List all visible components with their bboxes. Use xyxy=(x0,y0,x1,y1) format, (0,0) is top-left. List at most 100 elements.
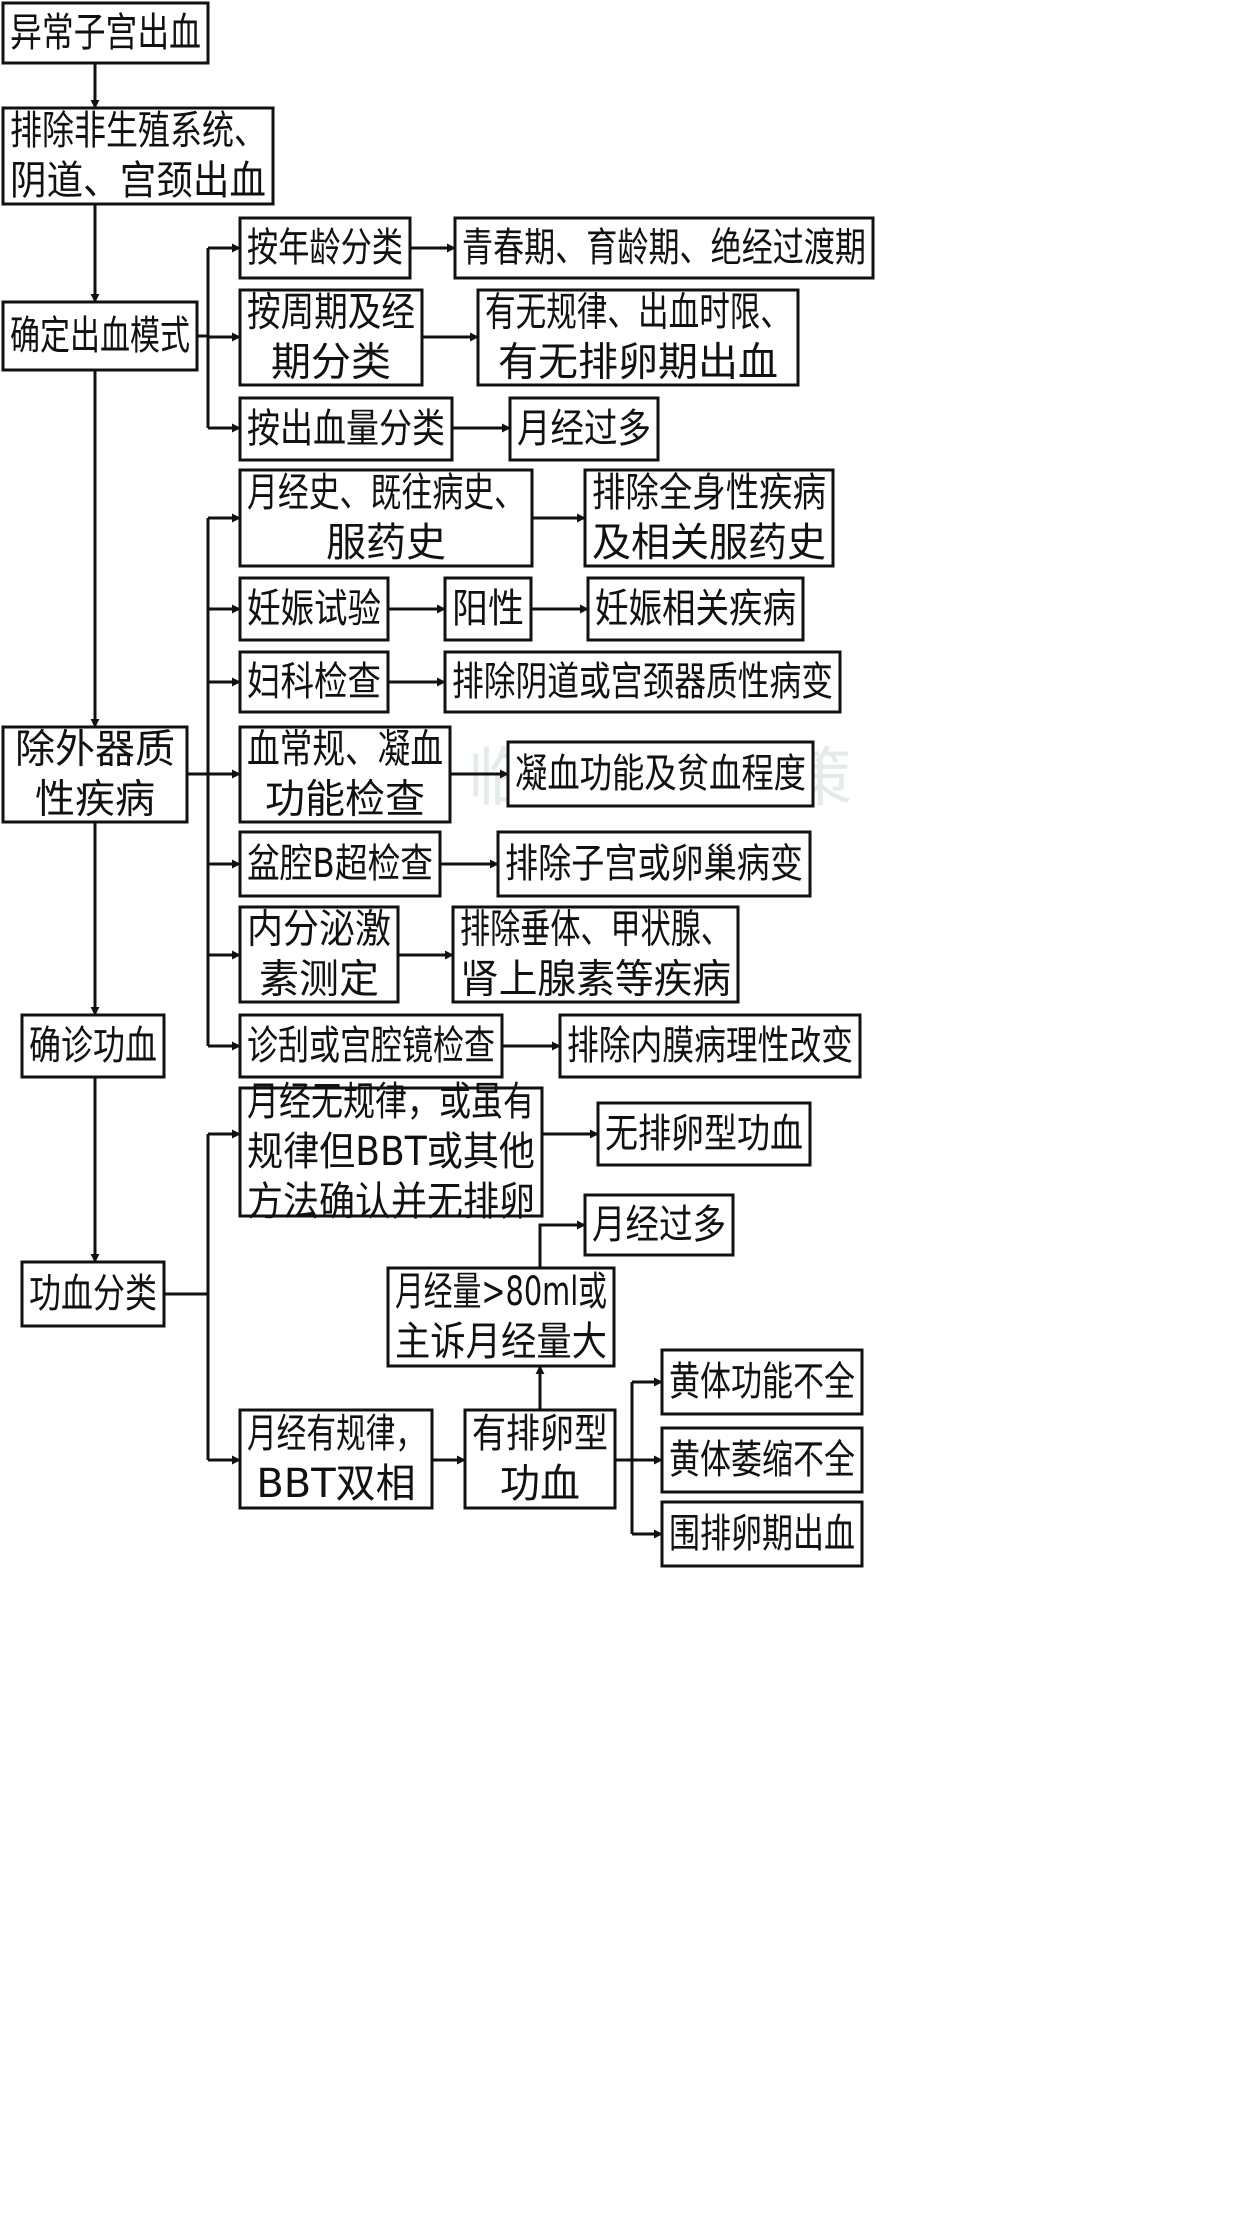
node-label-line: 青春期、育龄期、绝经过渡期 xyxy=(462,225,866,271)
node-anovulatory: 无排卵型功血 xyxy=(596,1101,812,1167)
node-label-line: 确诊功血 xyxy=(29,1023,157,1069)
node-label-line: 排除全身性疾病 xyxy=(592,470,826,516)
node-box xyxy=(1,1,210,65)
node-label-line: 素测定 xyxy=(259,957,379,1003)
node-label-line: 功能检查 xyxy=(265,777,425,823)
node-label-line: 凝血功能及贫血程度 xyxy=(515,751,806,797)
node-label-line: 排除子宫或卵巢病变 xyxy=(505,841,803,887)
node-label-line: 围排卵期出血 xyxy=(669,1511,855,1557)
node-box xyxy=(238,396,454,462)
node-label-line: 阴道、宫颈出血 xyxy=(10,158,266,204)
node-dub-classification: 功血分类 xyxy=(20,1260,166,1328)
node-box xyxy=(238,288,424,387)
node-periovulatory: 围排卵期出血 xyxy=(660,1500,864,1568)
node-box xyxy=(238,650,390,714)
node-label-line: 黄体功能不全 xyxy=(669,1359,855,1405)
node-label-line: 血常规、凝血 xyxy=(247,727,443,773)
node-label-line: 排除阴道或宫颈器质性病变 xyxy=(452,659,833,705)
node-box xyxy=(238,830,442,898)
node-label-line: 规律但BBT或其他 xyxy=(247,1129,535,1175)
node-box xyxy=(558,1013,862,1079)
node-label-line: 有排卵型 xyxy=(472,1411,608,1457)
node-box xyxy=(238,216,412,280)
node-exclude-endocrine: 排除垂体、甲状腺、肾上腺素等疾病 xyxy=(451,905,740,1004)
node-box xyxy=(238,468,534,568)
node-label-line: 服药史 xyxy=(326,520,446,566)
node-label-line: 黄体萎缩不全 xyxy=(669,1437,855,1483)
node-label-line: 主诉月经量大 xyxy=(395,1319,607,1365)
node-box xyxy=(386,1266,616,1368)
node-label-line: 月经无规律，或虽有 xyxy=(247,1079,535,1125)
node-luteal-insufficiency: 黄体功能不全 xyxy=(660,1348,864,1416)
node-by-age: 按年龄分类 xyxy=(238,216,412,280)
node-box xyxy=(238,1013,504,1079)
node-label-line: BBT双相 xyxy=(256,1461,415,1507)
node-box xyxy=(583,1193,735,1257)
node-box xyxy=(496,830,812,898)
node-label-line: 期分类 xyxy=(271,340,391,386)
node-label-line: 月经有规律， xyxy=(247,1411,425,1457)
node-exclude-endometrial: 排除内膜病理性改变 xyxy=(558,1013,862,1079)
node-by-volume: 按出血量分类 xyxy=(238,396,454,462)
node-label-line: 月经量>80ml或 xyxy=(395,1269,607,1315)
node-box xyxy=(506,740,815,808)
node-age-groups: 青春期、育龄期、绝经过渡期 xyxy=(453,216,875,280)
node-box xyxy=(463,1408,617,1510)
node-box xyxy=(238,725,452,824)
node-box xyxy=(476,288,800,387)
node-luteal-atrophy: 黄体萎缩不全 xyxy=(660,1426,864,1494)
node-pelvic-ultrasound: 盆腔B超检查 xyxy=(238,830,442,898)
node-label-line: 确定出血模式 xyxy=(10,313,190,359)
node-box xyxy=(453,216,875,280)
node-curettage: 诊刮或宫腔镜检查 xyxy=(238,1013,504,1079)
node-box xyxy=(443,576,533,642)
node-label-line: 妊娠试验 xyxy=(247,586,381,632)
node-label-line: 内分泌激 xyxy=(247,907,391,953)
node-exclude-uterus-ovary: 排除子宫或卵巢病变 xyxy=(496,830,812,898)
node-label-line: 功血 xyxy=(500,1461,580,1507)
node-label-line: 及相关服药史 xyxy=(592,520,826,566)
node-menorrhagia-2: 月经过多 xyxy=(583,1193,735,1257)
node-pregnancy-test: 妊娠试验 xyxy=(238,576,390,642)
node-abnormal-bleeding: 异常子宫出血 xyxy=(1,1,210,65)
node-label-line: 诊刮或宫腔镜检查 xyxy=(247,1023,495,1069)
node-label-line: 功血分类 xyxy=(29,1271,157,1317)
node-label-line: 除外器质 xyxy=(15,727,175,773)
node-history: 月经史、既往病史、服药史 xyxy=(238,468,534,568)
node-box xyxy=(238,576,390,642)
node-label-line: 有无排卵期出血 xyxy=(498,340,778,386)
node-confirm-dub: 确诊功血 xyxy=(20,1013,166,1079)
node-label-line: 按周期及经 xyxy=(247,290,415,336)
node-label-line: 按出血量分类 xyxy=(247,406,445,452)
node-coagulation-anemia: 凝血功能及贫血程度 xyxy=(506,740,815,808)
flow-arrow xyxy=(538,1220,586,1268)
node-label-line: 排除非生殖系统、 xyxy=(10,108,266,154)
node-box xyxy=(443,650,842,714)
node-label-line: 妇科检查 xyxy=(247,659,381,705)
node-exclude-nonrepro: 排除非生殖系统、阴道、宫颈出血 xyxy=(1,106,275,206)
node-box xyxy=(1,300,199,372)
node-box xyxy=(508,396,660,462)
node-label-line: 方法确认并无排卵 xyxy=(247,1179,535,1225)
node-box xyxy=(596,1101,812,1167)
node-label-line: 阳性 xyxy=(452,586,524,632)
node-label-line: 月经史、既往病史、 xyxy=(247,470,525,516)
node-label-line: 按年龄分类 xyxy=(247,225,403,271)
node-box xyxy=(20,1260,166,1328)
node-box xyxy=(238,905,400,1004)
node-regular-biphasic: 月经有规律，BBT双相 xyxy=(238,1408,434,1510)
node-label-line: 无排卵型功血 xyxy=(605,1111,803,1157)
node-box xyxy=(583,468,835,568)
node-label-line: 性疾病 xyxy=(35,777,155,823)
node-box xyxy=(660,1348,864,1416)
node-exclude-vaginal-cervical: 排除阴道或宫颈器质性病变 xyxy=(443,650,842,714)
node-label-line: 异常子宫出血 xyxy=(10,10,201,56)
node-gyn-exam: 妇科检查 xyxy=(238,650,390,714)
